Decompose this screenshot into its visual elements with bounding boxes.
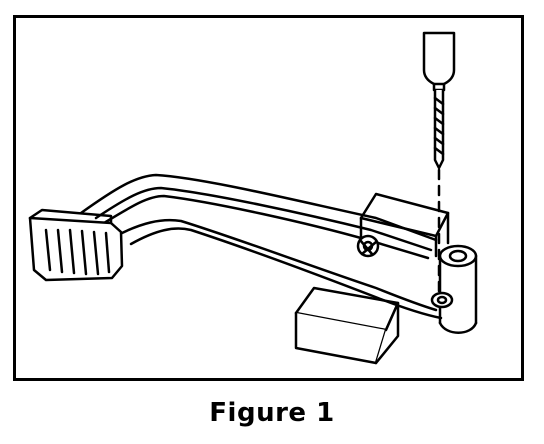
drill-bit-icon <box>422 31 456 300</box>
brake-pedal-drilling-icon <box>28 31 478 365</box>
figure-frame <box>13 15 524 381</box>
brake-pedal-icon <box>28 173 478 334</box>
figure-caption: Figure 1 <box>209 398 335 428</box>
support-block-icon <box>294 286 400 365</box>
pedal-pad-grooves <box>44 228 111 276</box>
